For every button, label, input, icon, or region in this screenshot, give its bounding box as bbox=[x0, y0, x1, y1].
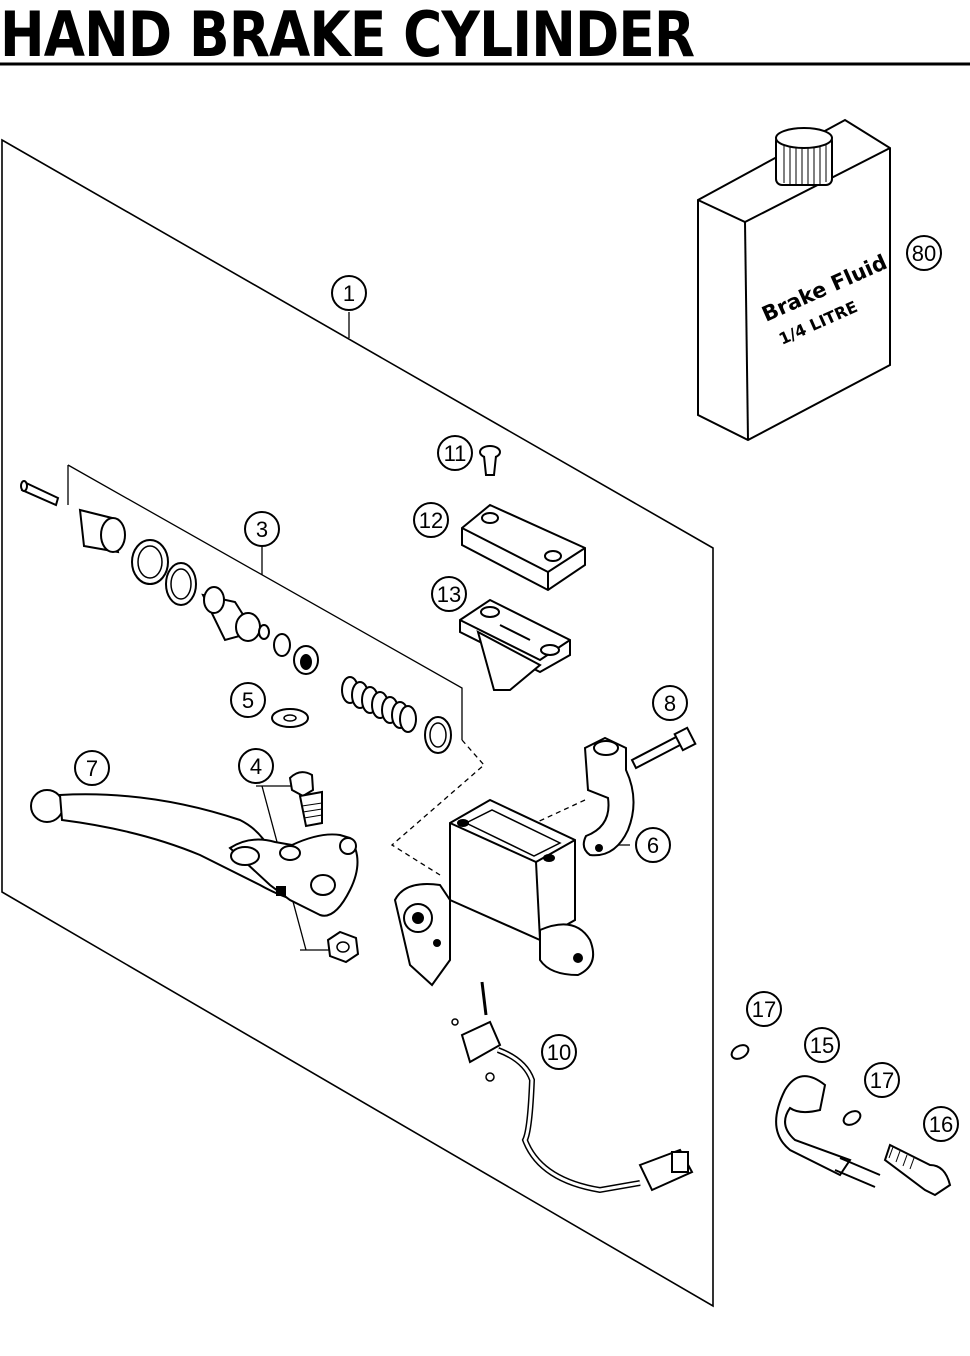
handlebar-clamp bbox=[582, 736, 635, 857]
callout-circle-13 bbox=[431, 576, 467, 612]
callout-circle-12 bbox=[413, 502, 449, 538]
brake-fluid-bottle: Brake Fluid 1/4 LITRE bbox=[697, 118, 891, 442]
callout-circle-15 bbox=[804, 1027, 840, 1063]
callout-circle-80 bbox=[906, 235, 942, 271]
assembly-boundary bbox=[1, 138, 714, 1308]
callout-17b: 17 bbox=[870, 1068, 894, 1093]
dashed-assembly-line bbox=[390, 739, 485, 876]
dashed-assembly-line-clamp bbox=[519, 799, 586, 831]
callouts: 1 3 4 5 6 7 8 10 11 12 13 15 16 17 17 80 bbox=[74, 235, 959, 1142]
callout-11: 11 bbox=[444, 441, 467, 466]
callout-10: 10 bbox=[547, 1040, 571, 1065]
brake-light-switch bbox=[451, 981, 694, 1194]
callout-circle-17b bbox=[864, 1062, 900, 1098]
callout-circle-4 bbox=[238, 748, 274, 784]
callout-circle-8 bbox=[652, 685, 688, 721]
clamp-bolt bbox=[630, 726, 697, 770]
callout-6: 6 bbox=[647, 833, 659, 858]
cover-screw bbox=[479, 445, 501, 476]
callout-7: 7 bbox=[86, 756, 98, 781]
banjo-fitting bbox=[730, 1044, 952, 1197]
callout-3: 3 bbox=[256, 517, 268, 542]
callout-circle-3 bbox=[244, 511, 280, 547]
callout-circle-16 bbox=[923, 1106, 959, 1142]
callout-circle-6 bbox=[635, 827, 671, 863]
callout-17a: 17 bbox=[752, 997, 776, 1022]
callout-16: 16 bbox=[929, 1112, 953, 1137]
callout-1: 1 bbox=[343, 281, 355, 306]
master-cylinder-body bbox=[393, 798, 594, 987]
reservoir-cover bbox=[461, 503, 586, 592]
callout-15: 15 bbox=[810, 1033, 834, 1058]
callout-5: 5 bbox=[242, 688, 254, 713]
brake-lever bbox=[30, 789, 359, 917]
pivot-bolt bbox=[288, 771, 360, 964]
callout-circle-7 bbox=[74, 750, 110, 786]
callout-13: 13 bbox=[437, 582, 461, 607]
washer-5 bbox=[271, 708, 309, 728]
callout-circle-17a bbox=[746, 991, 782, 1027]
callout-circle-10 bbox=[541, 1034, 577, 1070]
callout-8: 8 bbox=[664, 691, 676, 716]
reservoir-diaphragm bbox=[459, 598, 571, 691]
callout-circle-11 bbox=[437, 435, 473, 471]
callout-12: 12 bbox=[419, 508, 443, 533]
piston-kit-boundary bbox=[67, 464, 463, 740]
callout-80: 80 bbox=[912, 241, 936, 266]
piston-kit-parts bbox=[20, 480, 452, 754]
page-title: HAND BRAKE CYLINDER bbox=[0, 0, 695, 71]
callout-circle-5 bbox=[230, 682, 266, 718]
return-spring bbox=[341, 676, 417, 733]
callout-4: 4 bbox=[250, 754, 262, 779]
callout-circle-1 bbox=[331, 275, 367, 311]
